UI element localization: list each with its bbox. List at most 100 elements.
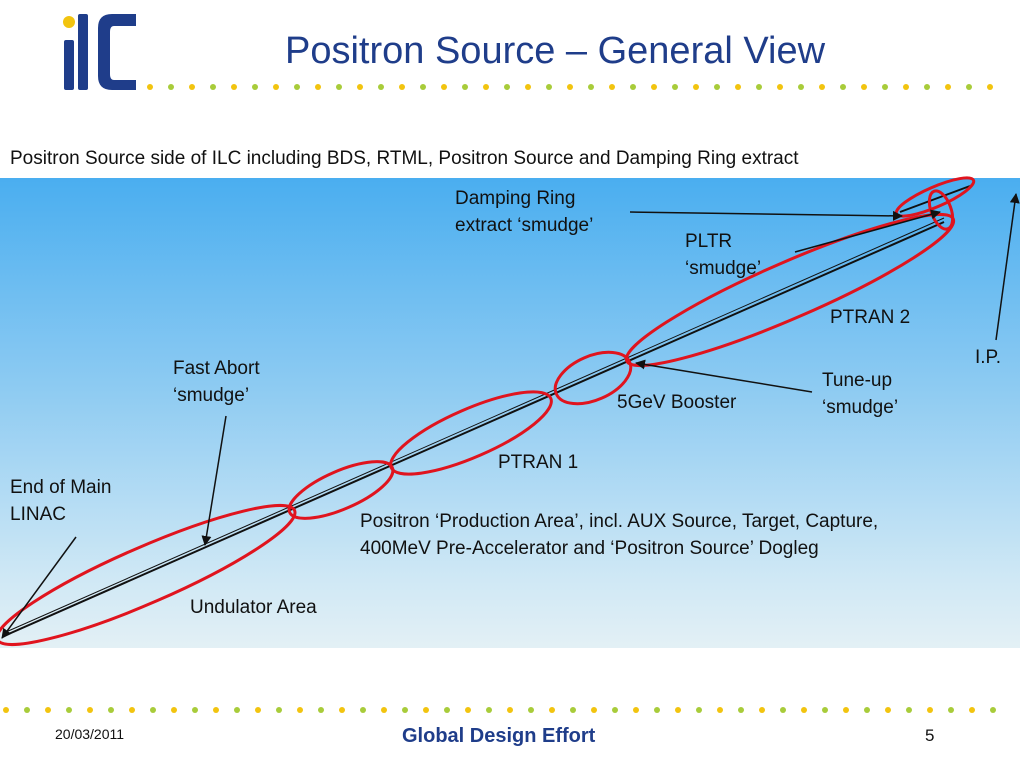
decorative-dot	[717, 707, 723, 713]
decorative-dot	[528, 707, 534, 713]
decorative-dot	[213, 707, 219, 713]
end-main-linac-label-line2: LINAC	[10, 504, 66, 525]
decorative-dot	[798, 84, 804, 90]
decorative-dot	[150, 707, 156, 713]
decorative-dot	[315, 84, 321, 90]
ip-arrow	[995, 193, 1020, 341]
decorative-dot	[24, 707, 30, 713]
fast-abort-label: Fast Abort ‘smudge’	[173, 355, 260, 409]
decorative-dot	[675, 707, 681, 713]
ilc-logo: ilc	[63, 14, 136, 90]
decorative-dot	[129, 707, 135, 713]
decorative-dot	[234, 707, 240, 713]
decorative-dot	[906, 707, 912, 713]
page-title: Positron Source – General View	[285, 30, 826, 72]
decorative-dot	[801, 707, 807, 713]
booster-region-ellipse	[553, 350, 633, 406]
pltr-arrow	[794, 209, 941, 253]
footer-date: 20/03/2011	[55, 726, 125, 742]
decorative-dot	[252, 84, 258, 90]
decorative-dot	[549, 707, 555, 713]
decorative-dot	[420, 84, 426, 90]
decorative-dot	[504, 84, 510, 90]
decorative-dot	[630, 84, 636, 90]
end-main-linac-label-line1: End of Main	[10, 477, 112, 498]
decorative-dot	[168, 84, 174, 90]
ptran1-region-ellipse	[389, 390, 553, 476]
undulator-region-ellipse	[0, 503, 297, 647]
decorative-dot	[903, 84, 909, 90]
ip-label: I.P.	[975, 347, 1002, 368]
pltr-label: PLTR ‘smudge’	[685, 228, 761, 282]
fast-abort-arrow	[201, 415, 227, 546]
decorative-dot	[231, 84, 237, 90]
decorative-dot	[525, 84, 531, 90]
main-beamline	[3, 221, 945, 637]
decorative-dot	[3, 707, 9, 713]
decorative-dot	[546, 84, 552, 90]
decorative-dot	[990, 707, 996, 713]
ptran1-label: PTRAN 1	[498, 452, 579, 473]
fast-abort-label-line1: Fast Abort	[173, 358, 260, 379]
decorative-dot	[714, 84, 720, 90]
decorative-dot	[864, 707, 870, 713]
decorative-dot	[462, 84, 468, 90]
tuneup-label-line1: Tune-up	[822, 370, 893, 391]
footer-organization: Global Design Effort	[402, 725, 596, 747]
decorative-dot	[276, 707, 282, 713]
pltr-region-ellipse	[927, 189, 955, 231]
decorative-dot	[465, 707, 471, 713]
decorative-dot	[339, 707, 345, 713]
production-area-label: Positron ‘Production Area’, incl. AUX So…	[360, 508, 878, 562]
decorative-dot	[486, 707, 492, 713]
decorative-dot	[882, 84, 888, 90]
decorative-dot	[780, 707, 786, 713]
decorative-dot	[567, 84, 573, 90]
decorative-dot	[66, 707, 72, 713]
decorative-dot	[45, 707, 51, 713]
decorative-dot	[297, 707, 303, 713]
decorative-dot	[822, 707, 828, 713]
decorative-dot	[591, 707, 597, 713]
footer-dotted-line	[3, 707, 996, 713]
undulator-area-label: Undulator Area	[190, 597, 317, 618]
decorative-dot	[966, 84, 972, 90]
page-subtitle: Positron Source side of ILC including BD…	[10, 148, 799, 169]
decorative-dot	[210, 84, 216, 90]
decorative-dot	[381, 707, 387, 713]
decorative-dot	[633, 707, 639, 713]
decorative-dot	[861, 84, 867, 90]
damping-ring-extract-line	[899, 185, 971, 213]
decorative-dot	[108, 707, 114, 713]
decorative-dot	[255, 707, 261, 713]
decorative-dot	[273, 84, 279, 90]
decorative-dot	[336, 84, 342, 90]
decorative-dot	[444, 707, 450, 713]
decorative-dot	[948, 707, 954, 713]
decorative-dot	[987, 84, 993, 90]
decorative-dot	[399, 84, 405, 90]
decorative-dot	[654, 707, 660, 713]
damping-ring-label-line1: Damping Ring	[455, 188, 576, 209]
decorative-dot	[318, 707, 324, 713]
decorative-dot	[612, 707, 618, 713]
ptran2-label: PTRAN 2	[830, 307, 911, 328]
end-main-linac-label: End of Main LINAC	[10, 474, 111, 528]
decorative-dot	[357, 84, 363, 90]
decorative-dot	[609, 84, 615, 90]
decorative-dot	[759, 707, 765, 713]
pltr-label-line2: ‘smudge’	[685, 258, 762, 279]
decorative-dot	[738, 707, 744, 713]
decorative-dot	[147, 84, 153, 90]
fast-abort-label-line2: ‘smudge’	[173, 385, 250, 406]
main-beamline-upper	[5, 217, 945, 633]
decorative-dot	[969, 707, 975, 713]
production-area-label-line2: 400MeV Pre-Accelerator and ‘Positron Sou…	[360, 538, 819, 559]
end-main-linac-arrow	[1, 536, 77, 639]
decorative-dot	[171, 707, 177, 713]
page-number: 5	[925, 726, 935, 745]
decorative-dot	[927, 707, 933, 713]
decorative-dot	[189, 84, 195, 90]
damping-ring-label-line2: extract ‘smudge’	[455, 215, 594, 236]
